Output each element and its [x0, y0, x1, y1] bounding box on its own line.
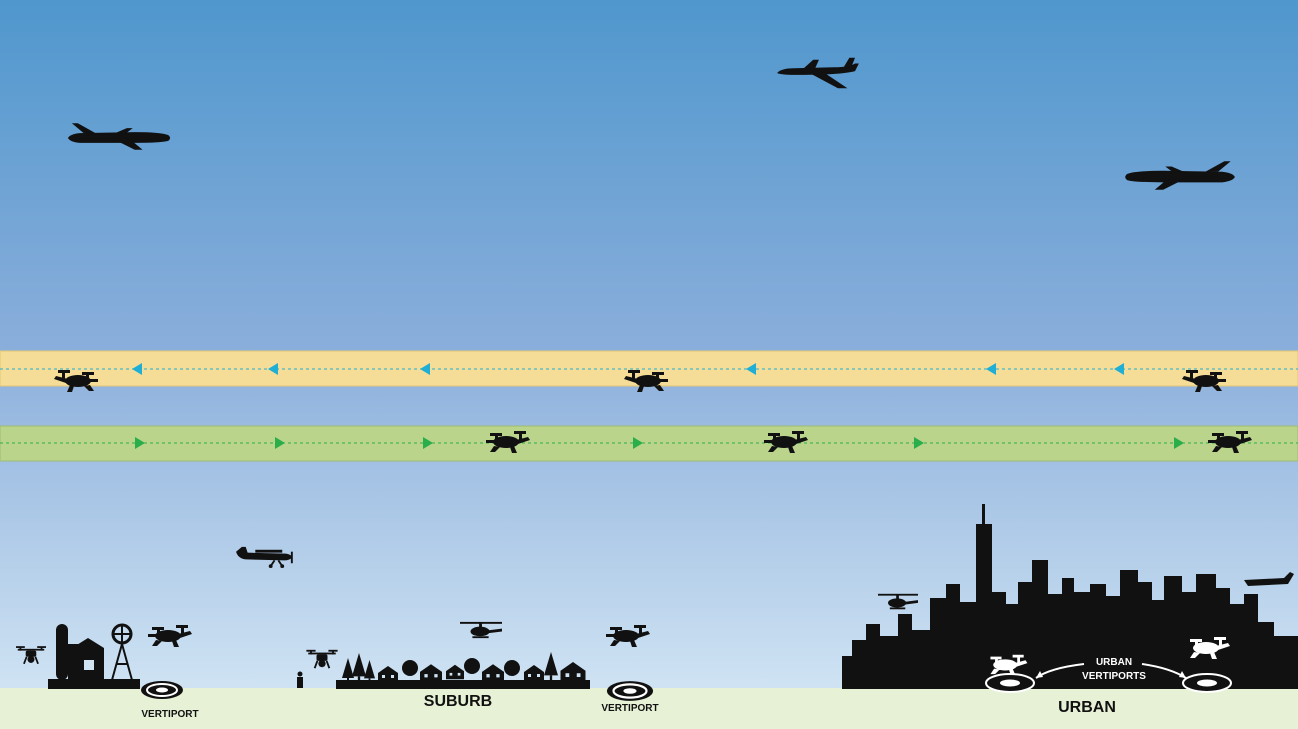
- direction-arrow-east: [914, 437, 924, 449]
- direction-arrow-east: [275, 437, 285, 449]
- eastbound-arrows: [135, 437, 1184, 449]
- eastbound-air-corridor: [0, 425, 1298, 462]
- small-jet-icon: [1244, 572, 1294, 586]
- direction-arrow-east: [423, 437, 433, 449]
- urban-vertiport-pad-right: [1182, 673, 1232, 693]
- direction-arrow-east: [135, 437, 145, 449]
- sky-background: [0, 0, 1298, 690]
- urban-label: URBAN: [1058, 699, 1116, 716]
- direction-arrow-west: [268, 363, 278, 375]
- direction-arrow-west: [132, 363, 142, 375]
- urban-vertiport-pad-left: [985, 673, 1035, 693]
- rural-farm: [48, 623, 140, 689]
- westbound-air-corridor: [0, 350, 1298, 392]
- vertiport-label-left: VERTIPORT: [141, 709, 198, 720]
- direction-arrow-west: [1114, 363, 1124, 375]
- urban-skyline: [842, 504, 1298, 689]
- direction-arrow-west: [746, 363, 756, 375]
- direction-arrow-east: [1174, 437, 1184, 449]
- suburb-silhouette: [336, 652, 590, 689]
- urban-vertiports-label-line1: URBAN: [1096, 657, 1132, 668]
- drone-operator: [297, 671, 303, 688]
- arrowhead-icon: [1179, 671, 1186, 678]
- vertiport-pad-icon: [605, 680, 655, 702]
- arrowhead-icon: [1036, 671, 1043, 678]
- urban-vertiports-label-line2: VERTIPORTS: [1082, 671, 1146, 682]
- westbound-arrows: [132, 363, 1124, 375]
- suburb-label: SUBURB: [424, 693, 492, 710]
- direction-arrow-west: [420, 363, 430, 375]
- direction-arrow-west: [986, 363, 996, 375]
- vertiport-pad-icon: [140, 680, 184, 700]
- direction-arrow-east: [633, 437, 643, 449]
- vertiport-label-mid: VERTIPORT: [601, 703, 658, 714]
